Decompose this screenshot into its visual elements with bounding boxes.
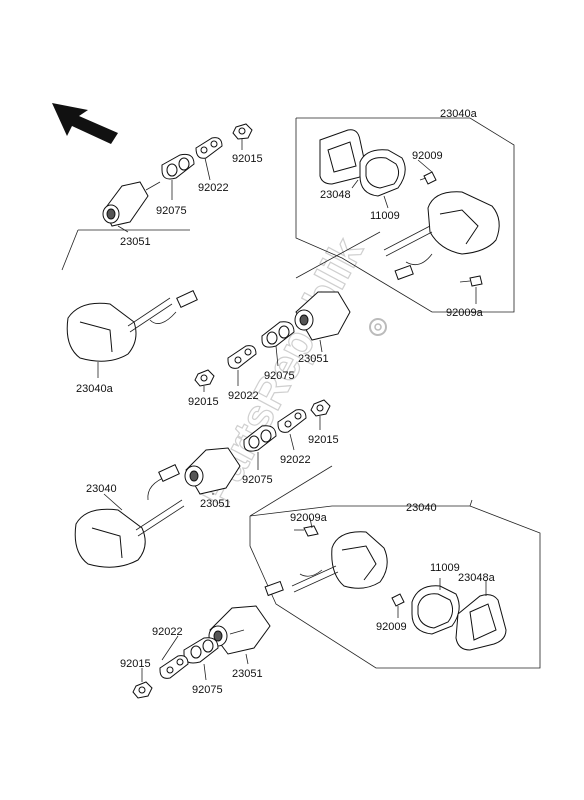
label-92022-bot: 92022 [152, 626, 183, 638]
label-92022-top: 92022 [198, 182, 229, 194]
label-92009a-box1: 92009a [446, 307, 484, 319]
label-92022-mid: 92022 [228, 390, 259, 402]
bottom-signal-parts [132, 605, 271, 699]
label-92009a-box2: 92009a [290, 512, 328, 524]
label-23040a-box: 23040a [440, 108, 478, 120]
gear-watermark-icon [369, 318, 387, 336]
label-92015-mid: 92015 [188, 396, 219, 408]
label-92022-low: 92022 [280, 454, 311, 466]
label-92075-low: 92075 [242, 474, 273, 486]
top-left-signal-assembly [61, 123, 253, 378]
front-arrow-icon [52, 103, 118, 144]
label-11009-box1: 11009 [370, 210, 400, 222]
part-number-labels: 92015 92022 92075 23051 23040a 23040a 92… [76, 108, 496, 696]
label-92075-mid: 92075 [264, 370, 295, 382]
label-92009-box2: 92009 [376, 621, 407, 633]
label-23051-bot: 23051 [232, 668, 263, 680]
label-23048a: 23048a [458, 572, 496, 584]
label-23040a-left: 23040a [76, 383, 114, 395]
box-23040a [295, 117, 515, 313]
mid-signal-parts [194, 291, 351, 392]
label-23051-low: 23051 [200, 498, 231, 510]
box-23040 [249, 465, 541, 669]
label-23048: 23048 [320, 189, 351, 201]
label-92015-bot: 92015 [120, 658, 151, 670]
label-92075-bot: 92075 [192, 684, 223, 696]
lower-signal-assembly [74, 399, 331, 568]
label-23040-low: 23040 [86, 483, 117, 495]
label-92015-top: 92015 [232, 153, 263, 165]
label-11009-box2: 11009 [430, 562, 460, 574]
label-92015-low: 92015 [308, 434, 339, 446]
label-23040-box: 23040 [406, 502, 437, 514]
label-23051-top: 23051 [120, 236, 151, 248]
label-92009-box1: 92009 [412, 150, 443, 162]
label-92075-top: 92075 [156, 205, 187, 217]
label-23051-mid: 23051 [298, 353, 329, 365]
